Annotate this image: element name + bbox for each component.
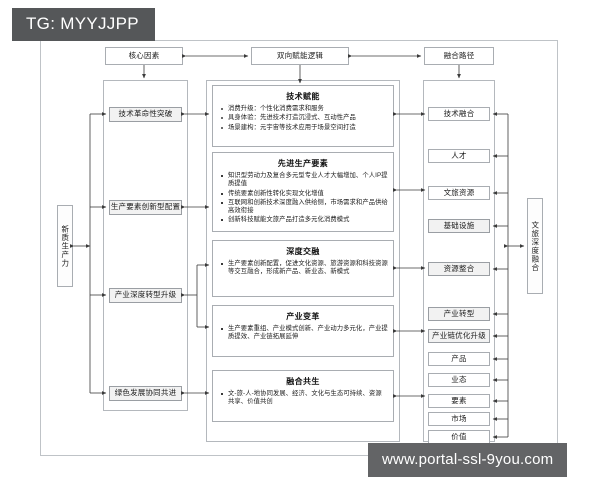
- right-item-6-label: 产业链优化升级: [432, 330, 486, 340]
- right-item-11: 价值: [428, 430, 490, 444]
- watermark-bottom: www.portal-ssl-9you.com: [368, 443, 568, 477]
- right-axis-label-box: 文旅深度融合: [527, 198, 543, 294]
- right-item-11-label: 价值: [451, 431, 467, 441]
- header-core-factors-label: 核心因素: [128, 50, 160, 60]
- center-card-2: 深度交融 生产要素创新配置，促进文化资源、旅游资源和科技资源等交互融合，形成新产…: [212, 240, 394, 297]
- bullet: 生产要素重组、产业模式创新、产业动力多元化，产业提质提效、产业链拓展延伸: [221, 325, 388, 341]
- left-axis-label-box: 新质生产力: [57, 205, 73, 287]
- right-item-7: 产品: [428, 352, 490, 366]
- right-item-3-label: 基础设施: [443, 220, 475, 230]
- left-axis-label: 新质生产力: [60, 224, 70, 268]
- left-column-container: [103, 80, 188, 411]
- center-card-2-list: 生产要素创新配置，促进文化资源、旅游资源和科技资源等交互融合，形成新产品、新业态…: [218, 260, 388, 277]
- center-card-0: 技术赋能 消费升级：个性化消费需求和服务 具身体验：先进技术打造沉浸式、互动性产…: [212, 85, 394, 147]
- bullet: 文-旅-人-地协同发展、经济、文化与生态可持续、资源共享、价值共创: [221, 390, 388, 407]
- right-item-2: 文旅资源: [428, 186, 490, 200]
- header-box-core-factors: 核心因素: [105, 47, 183, 65]
- right-item-7-label: 产品: [451, 353, 467, 363]
- right-item-1-label: 人才: [451, 150, 467, 160]
- header-path-label: 融合路径: [443, 50, 475, 60]
- left-item-3-label: 绿色发展协同共进: [114, 388, 177, 398]
- bullet: 具身体验：先进技术打造沉浸式、互动性产品: [221, 114, 388, 122]
- bullet: 消费升级：个性化消费需求和服务: [221, 105, 388, 113]
- header-box-logic: 双向赋能逻辑: [251, 47, 349, 65]
- right-item-4-label: 资源整合: [443, 263, 475, 273]
- left-item-2: 产业深度转型升级: [109, 288, 182, 303]
- right-item-5: 产业转型: [428, 307, 490, 321]
- center-card-4: 融合共生 文-旅-人-地协同发展、经济、文化与生态可持续、资源共享、价值共创: [212, 370, 394, 422]
- right-column-container: [423, 80, 495, 442]
- center-card-3-title: 产业变革: [286, 312, 320, 321]
- header-logic-label: 双向赋能逻辑: [276, 50, 324, 60]
- left-item-0-label: 技术革命性突破: [118, 109, 173, 119]
- center-card-1-list: 知识型劳动力及复合多元型专业人才大幅增加、个人IP提质提值 传统要素创新性转化实…: [218, 172, 388, 225]
- center-card-0-list: 消费升级：个性化消费需求和服务 具身体验：先进技术打造沉浸式、互动性产品 场景建…: [218, 105, 388, 132]
- right-item-9-label: 要素: [451, 395, 467, 405]
- right-item-8: 业态: [428, 373, 490, 387]
- left-item-3: 绿色发展协同共进: [109, 386, 182, 401]
- center-card-3: 产业变革 生产要素重组、产业模式创新、产业动力多元化，产业提质提效、产业链拓展延…: [212, 305, 394, 357]
- center-card-4-list: 文-旅-人-地协同发展、经济、文化与生态可持续、资源共享、价值共创: [218, 390, 388, 407]
- bullet: 互联网和创新技术深度融入供给侧，市场需求和产品供给高效衔接: [221, 198, 388, 215]
- center-card-3-list: 生产要素重组、产业模式创新、产业动力多元化，产业提质提效、产业链拓展延伸: [218, 325, 388, 342]
- left-item-0: 技术革命性突破: [109, 107, 182, 122]
- right-item-6: 产业链优化升级: [428, 329, 490, 343]
- center-card-0-title: 技术赋能: [286, 92, 320, 101]
- right-item-0: 技术融合: [428, 107, 490, 121]
- center-card-2-title: 深度交融: [286, 247, 320, 256]
- right-item-0-label: 技术融合: [443, 108, 475, 118]
- bullet: 知识型劳动力及复合多元型专业人才大幅增加、个人IP提质提值: [221, 172, 388, 188]
- center-column-container: [206, 80, 400, 442]
- center-card-4-title: 融合共生: [286, 377, 320, 386]
- center-card-1-title: 先进生产要素: [277, 159, 329, 168]
- right-item-3: 基础设施: [428, 219, 490, 233]
- right-item-5-label: 产业转型: [443, 308, 475, 318]
- left-item-2-label: 产业深度转型升级: [114, 290, 177, 300]
- left-item-1-label: 生产要素创新型配置: [110, 202, 181, 212]
- right-item-4: 资源整合: [428, 262, 490, 276]
- right-item-10: 市场: [428, 412, 490, 426]
- bullet: 传统要素创新性转化实现文化增值: [221, 190, 388, 198]
- right-item-8-label: 业态: [451, 374, 467, 384]
- bullet: 生产要素创新配置，促进文化资源、旅游资源和科技资源等交互融合，形成新产品、新业态…: [221, 260, 388, 276]
- right-item-9: 要素: [428, 394, 490, 408]
- left-item-1: 生产要素创新型配置: [109, 200, 182, 215]
- right-item-1: 人才: [428, 149, 490, 163]
- right-item-2-label: 文旅资源: [443, 187, 475, 197]
- right-item-10-label: 市场: [451, 413, 467, 423]
- bullet: 场景建构：元宇宙等技术应用于场景空间打造: [221, 124, 388, 132]
- header-box-path: 融合路径: [424, 47, 494, 65]
- right-axis-label: 文旅深度融合: [530, 220, 540, 272]
- center-card-1: 先进生产要素 知识型劳动力及复合多元型专业人才大幅增加、个人IP提质提值 传统要…: [212, 152, 394, 232]
- bullet: 创新科技赋能文旅产品打造多元化消费模式: [221, 216, 388, 224]
- watermark-top: TG: MYYJJPP: [12, 8, 155, 41]
